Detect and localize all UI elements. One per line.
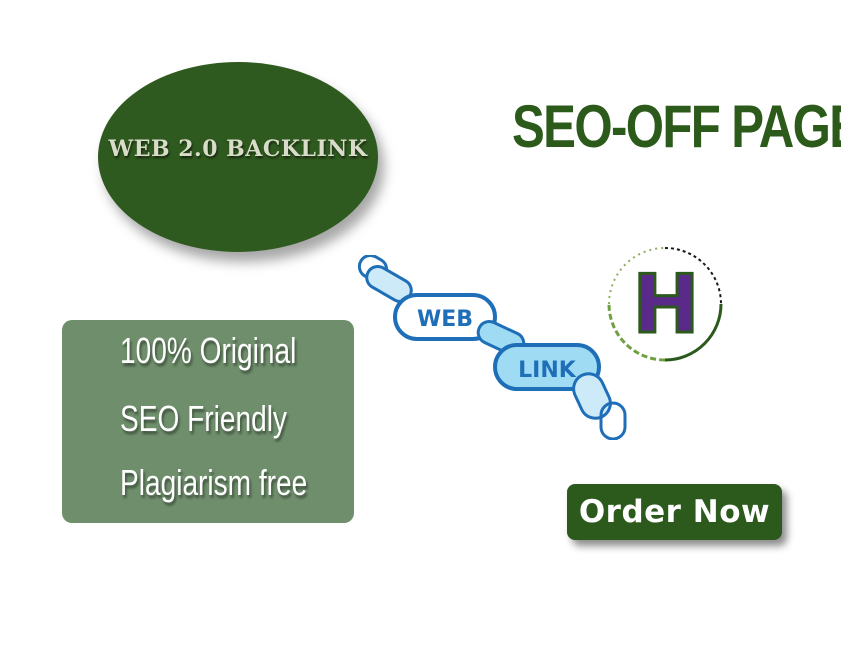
features-panel: 100% Original SEO Friendly Plagiarism fr…	[62, 320, 354, 523]
h-logo-icon: H	[607, 247, 723, 362]
page-title: SEO-OFF PAGE	[512, 93, 841, 160]
badge-ellipse: WEB 2.0 BACKLINK	[98, 62, 378, 252]
chain-link-icon: WEB LINK	[357, 255, 627, 440]
feature-seo-friendly: SEO Friendly	[120, 398, 287, 439]
badge-label: WEB 2.0 BACKLINK	[108, 136, 368, 162]
logo-letter: H	[633, 258, 700, 351]
feature-plagiarism-free: Plagiarism free	[120, 462, 308, 503]
chain-label-web: WEB	[417, 307, 473, 332]
chain-label-link: LINK	[518, 358, 577, 383]
order-now-button[interactable]: Order Now	[567, 484, 782, 540]
feature-original: 100% Original	[120, 330, 297, 371]
